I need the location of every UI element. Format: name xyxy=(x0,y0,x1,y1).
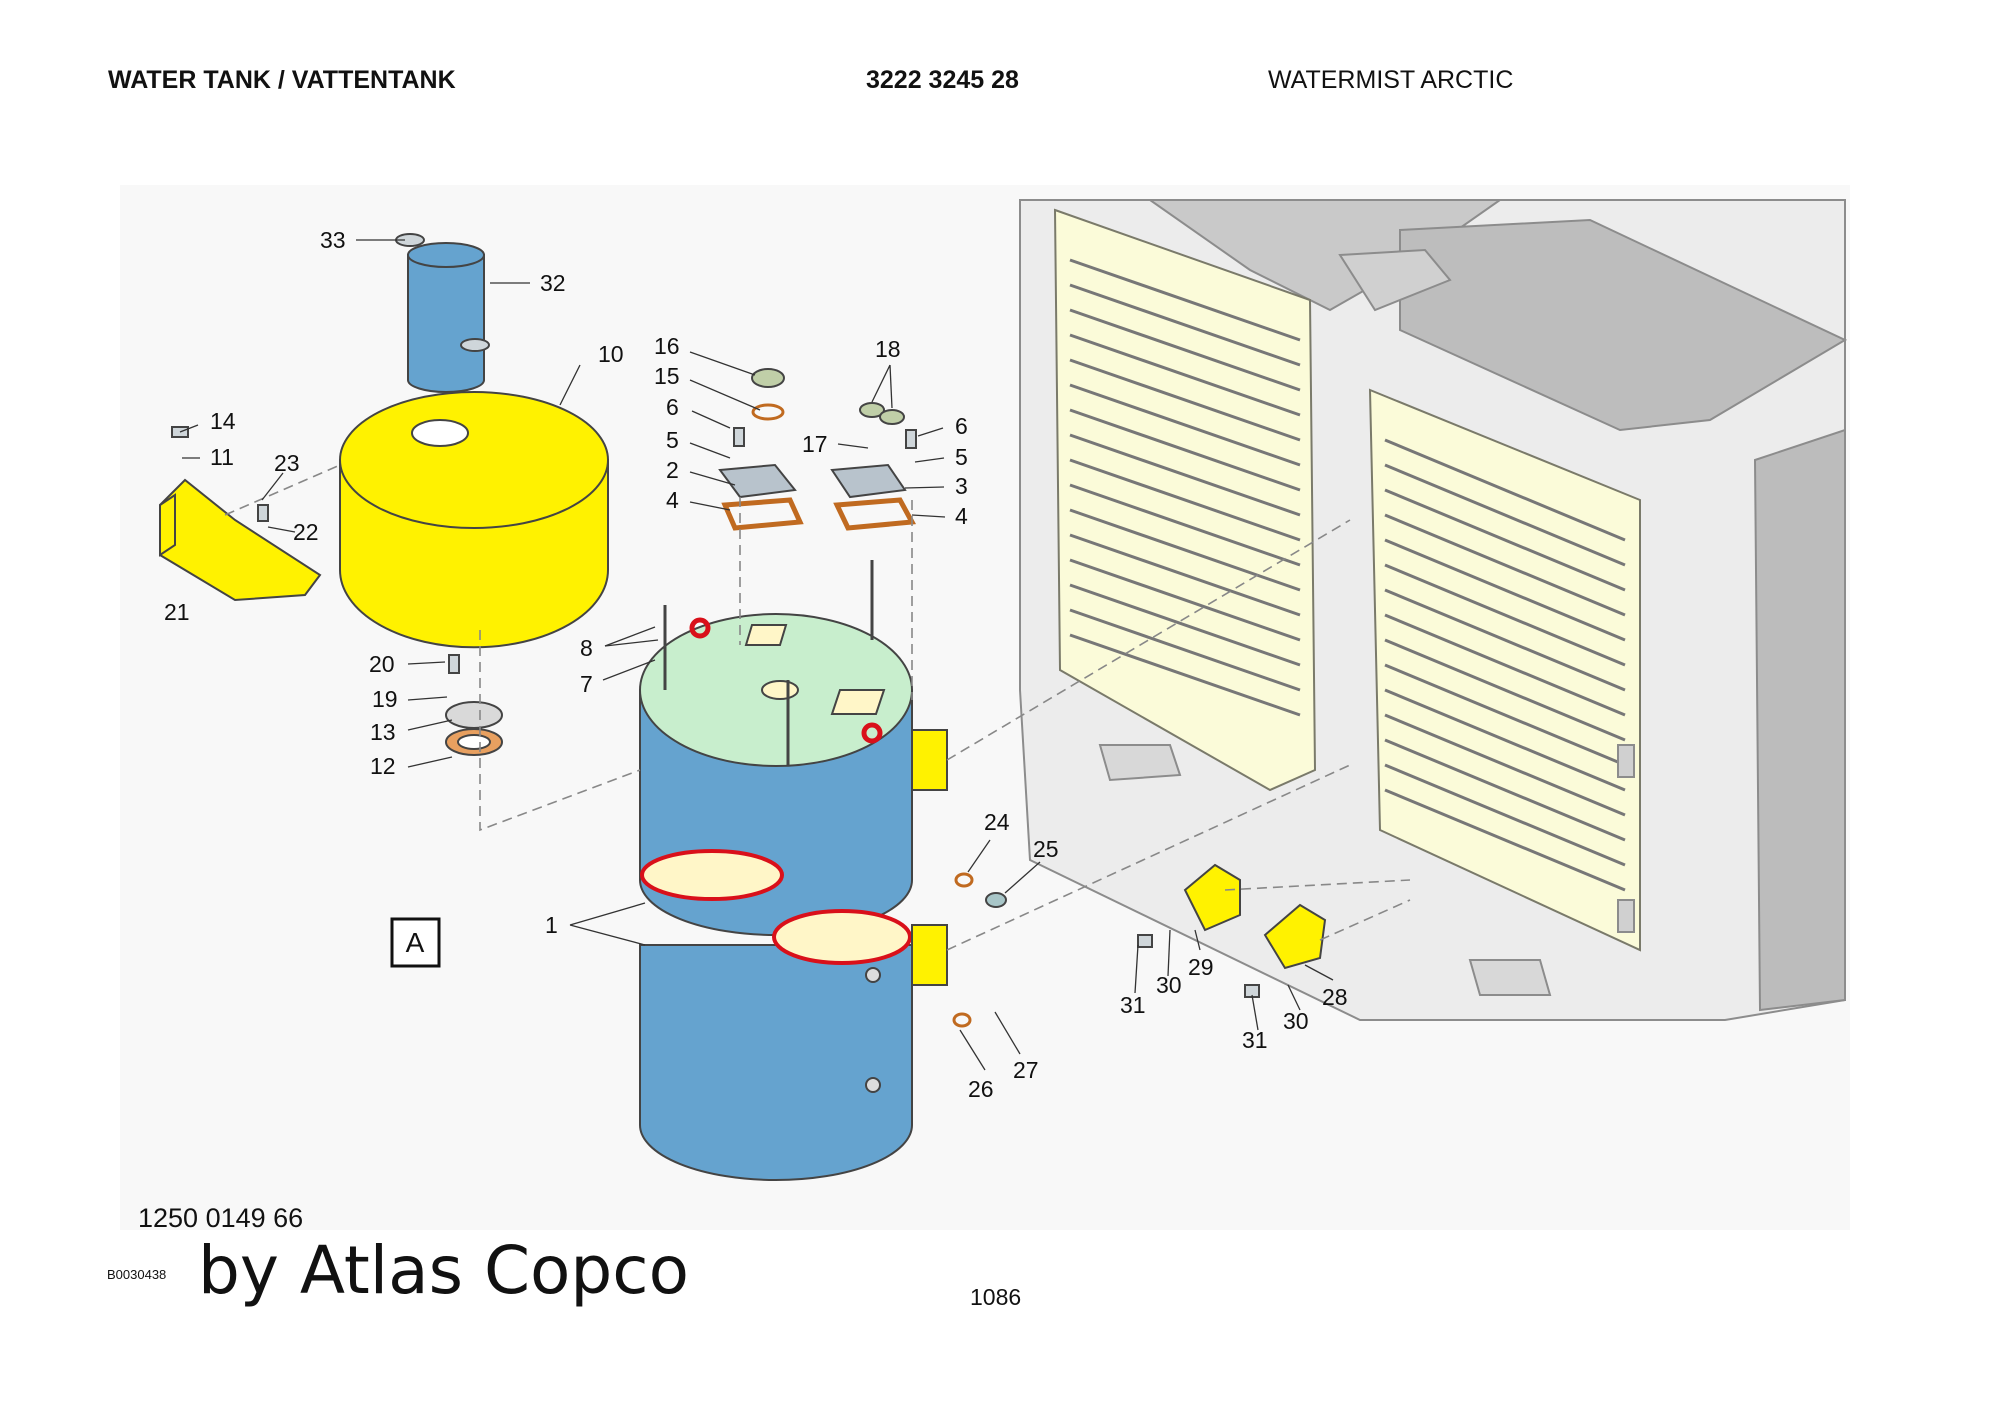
eye-bolt-icon xyxy=(689,617,883,744)
callout-5-left: 5 xyxy=(666,427,679,453)
model-name: WATERMIST ARCTIC xyxy=(1268,66,1514,94)
callout-6-right: 6 xyxy=(955,413,968,439)
callout-7: 7 xyxy=(580,671,593,697)
callout-24: 22 xyxy=(293,519,319,545)
plug-icon xyxy=(751,368,1007,908)
callout-27: 27 xyxy=(1013,1057,1039,1083)
callout-21: 19 xyxy=(372,686,398,712)
part-number: 3222 3245 28 xyxy=(866,66,1019,94)
callout-15: 12 xyxy=(370,753,396,779)
callout-31-right: 31 xyxy=(1242,1027,1268,1053)
callout-22: 20 xyxy=(369,651,395,677)
water-tank-lower xyxy=(639,909,948,1181)
callout-20: 25 xyxy=(1033,836,1059,862)
callout-13: 15 xyxy=(654,363,680,389)
brand-text: by Atlas Copco xyxy=(198,1232,689,1309)
callout-labels: 33 32 10 14 11 23 22 21 16 15 6 5 2 4 18… xyxy=(164,227,1348,1102)
enclosure-housing xyxy=(1019,199,1848,1021)
callout-30-left: 30 xyxy=(1156,972,1182,998)
callout-16: 13 xyxy=(370,719,396,745)
callout-17: 17 xyxy=(802,431,828,457)
callout-1: 1 xyxy=(545,912,558,938)
callout-8: 8 xyxy=(580,635,593,661)
callout-23: 21 xyxy=(164,599,190,625)
tank-lid xyxy=(339,391,609,649)
callout-10: 10 xyxy=(598,341,624,367)
image-id: B0030438 xyxy=(107,1267,167,1282)
callout-5-right: 5 xyxy=(955,444,968,470)
callout-32: 32 xyxy=(540,270,566,296)
filter-cartridge xyxy=(407,242,485,393)
callout-12: 14 xyxy=(210,408,236,434)
callout-6-left: 6 xyxy=(666,394,679,420)
callout-30-right: 30 xyxy=(1283,1008,1309,1034)
callout-18: 18 xyxy=(875,336,901,362)
washer-icon xyxy=(751,403,974,1028)
callout-31-left: 31 xyxy=(1120,992,1146,1018)
callout-33: 33 xyxy=(320,227,346,253)
callout-11: 11 xyxy=(210,444,234,470)
wing-nut-icon xyxy=(395,233,490,352)
callout-4-left: 4 xyxy=(666,487,679,513)
document-number: 1250 0149 66 xyxy=(138,1203,304,1233)
callout-26: 26 xyxy=(968,1076,994,1102)
flange-2 xyxy=(718,463,804,531)
view-label-box: A xyxy=(390,917,441,968)
callout-4-right: 4 xyxy=(955,503,968,529)
water-tank-upper xyxy=(639,613,948,936)
callout-2: 2 xyxy=(666,457,679,483)
bracket-29 xyxy=(1183,863,1241,932)
callout-25: 23 xyxy=(274,450,300,476)
page-number: 1086 xyxy=(970,1284,1022,1310)
assembly-lines xyxy=(224,464,1411,951)
callout-14: 16 xyxy=(654,333,680,359)
view-label: A xyxy=(406,927,425,958)
page-title: WATER TANK / VATTENTANK xyxy=(108,66,456,94)
stud-icon xyxy=(663,560,874,765)
callout-3: 3 xyxy=(955,473,968,499)
mounting-bracket-23 xyxy=(159,478,322,602)
callout-leaders xyxy=(179,239,1334,1071)
callout-29: 29 xyxy=(1188,954,1214,980)
callout-19: 24 xyxy=(984,809,1010,835)
callout-28: 28 xyxy=(1322,984,1348,1010)
inspection-cover-16 xyxy=(445,701,503,756)
